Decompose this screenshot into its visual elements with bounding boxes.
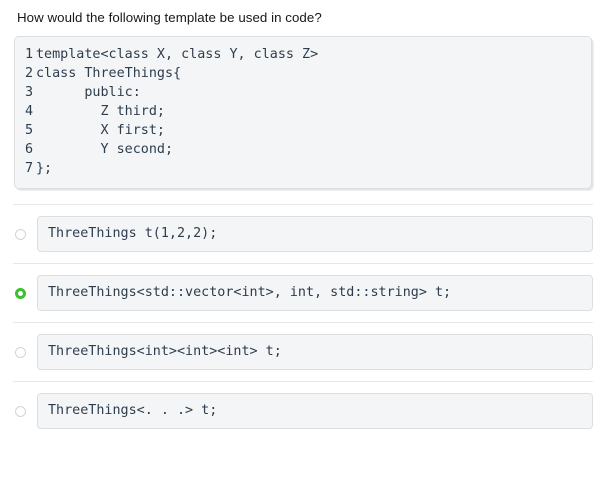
code-line-text: public: [36, 85, 141, 100]
answer-options-list: ThreeThings t(1,2,2); ThreeThings<std::v… [0, 204, 606, 440]
code-line-text: Y second; [36, 142, 174, 157]
line-number: 7 [25, 161, 34, 176]
code-line-text: template<class X, class Y, class Z> [36, 47, 319, 62]
answer-option-c-code: ThreeThings<int><int><int> t; [48, 344, 282, 359]
answer-option-c[interactable]: ThreeThings<int><int><int> t; [13, 322, 593, 381]
line-number: 4 [25, 104, 34, 119]
code-line-text: X first; [36, 123, 165, 138]
answer-option-a-box[interactable]: ThreeThings t(1,2,2); [37, 216, 593, 252]
radio-unselected-icon[interactable] [15, 346, 26, 358]
line-number: 2 [25, 66, 34, 81]
code-line-text: }; [36, 161, 53, 176]
answer-option-d[interactable]: ThreeThings<. . .> t; [13, 381, 593, 440]
answer-option-c-box[interactable]: ThreeThings<int><int><int> t; [37, 334, 593, 370]
answer-option-b[interactable]: ThreeThings<std::vector<int>, int, std::… [13, 263, 593, 322]
code-line: 3 public: [15, 83, 591, 102]
line-number: 5 [25, 123, 34, 138]
code-line-text: class ThreeThings{ [36, 66, 182, 81]
question-prompt: How would the following template be used… [17, 10, 322, 25]
radio-unselected-icon[interactable] [15, 228, 26, 240]
line-number: 3 [25, 85, 34, 100]
code-line-text: Z third; [36, 104, 165, 119]
radio-unselected-icon[interactable] [15, 405, 26, 417]
radio-selected-icon[interactable] [15, 287, 26, 299]
answer-option-d-box[interactable]: ThreeThings<. . .> t; [37, 393, 593, 429]
code-line: 6 Y second; [15, 140, 591, 159]
quiz-question-container: How would the following template be used… [0, 10, 606, 440]
answer-option-b-code: ThreeThings<std::vector<int>, int, std::… [48, 285, 452, 300]
line-number: 1 [25, 47, 34, 62]
answer-option-d-code: ThreeThings<. . .> t; [48, 403, 218, 418]
code-line: 7}; [15, 159, 591, 178]
answer-option-a[interactable]: ThreeThings t(1,2,2); [13, 204, 593, 263]
code-line: 5 X first; [15, 121, 591, 140]
answer-option-a-code: ThreeThings t(1,2,2); [48, 226, 218, 241]
code-line: 4 Z third; [15, 102, 591, 121]
answer-option-b-box[interactable]: ThreeThings<std::vector<int>, int, std::… [37, 275, 593, 311]
line-number: 6 [25, 142, 34, 157]
